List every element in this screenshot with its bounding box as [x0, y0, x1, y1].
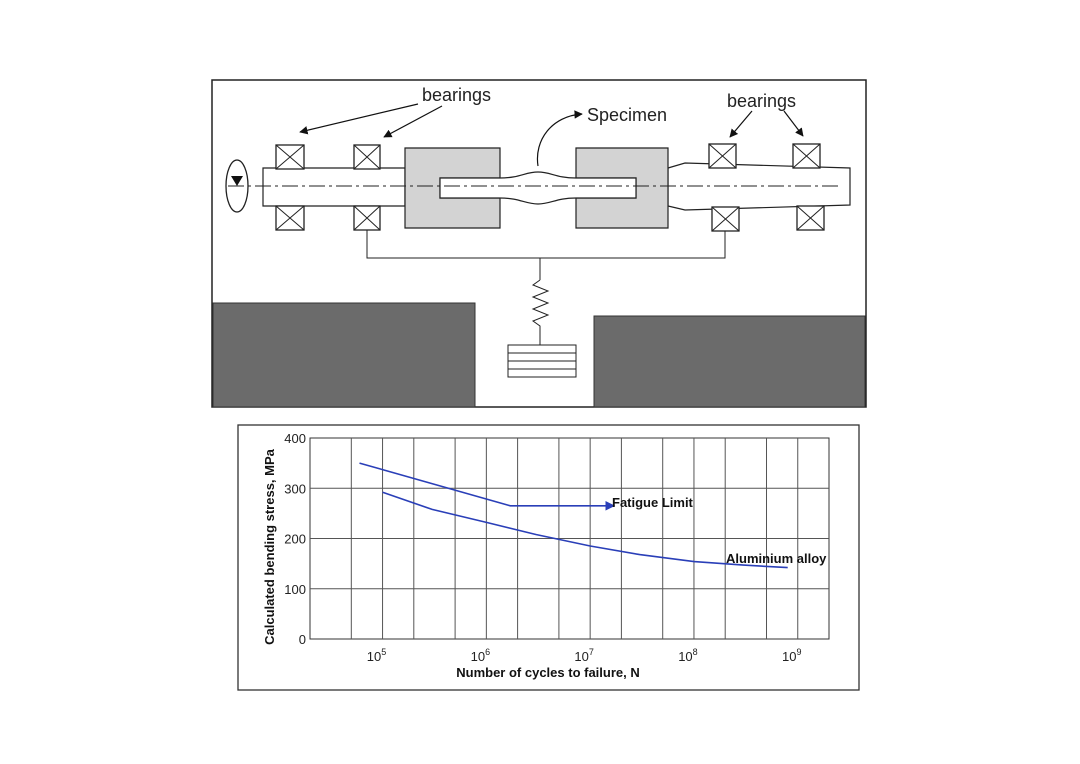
- specimen-pointer-arrow: [536, 110, 583, 167]
- x-tick-label: 107: [574, 647, 593, 664]
- bearing-icon: [796, 205, 825, 231]
- left-shaft: [262, 167, 406, 207]
- load-linkage: [366, 230, 726, 280]
- y-tick-label: 200: [284, 532, 306, 547]
- bearing-icon: [275, 144, 305, 170]
- spring-icon: [531, 279, 550, 345]
- bearings-pointer-arrow: [299, 103, 419, 135]
- specimen-label: Specimen: [587, 105, 667, 125]
- series-line-aluminium-alloy: [382, 491, 788, 569]
- bearings-label-left: bearings: [422, 85, 491, 105]
- sn-chart: 0 100 200 300 400 105 106 107 108 109 Calculated…: [237, 424, 860, 691]
- left-support-block: [212, 302, 476, 408]
- series-label-aluminium-alloy: Aluminium alloy: [726, 551, 827, 566]
- y-tick-label: 400: [284, 431, 306, 446]
- bearings-pointer-arrow: [783, 110, 804, 137]
- bearings-pointer-arrow: [383, 105, 443, 138]
- grid: [310, 438, 829, 639]
- x-axis-label: Number of cycles to failure, N: [456, 665, 640, 680]
- bearing-icon: [353, 144, 381, 170]
- rotation-arrowhead-icon: [231, 176, 243, 186]
- y-axis-label: Calculated bending stress, MPa: [262, 448, 277, 645]
- series-label-fatigue-limit: Fatigue Limit: [612, 495, 694, 510]
- specimen: [439, 171, 637, 205]
- y-tick-label: 300: [284, 481, 306, 496]
- bearings-label-right: bearings: [727, 91, 796, 111]
- bearing-icon: [792, 143, 821, 169]
- y-tick-label: 100: [284, 582, 306, 597]
- x-tick-label: 105: [367, 647, 386, 664]
- series-layer: [359, 462, 788, 569]
- y-tick-label: 0: [299, 632, 306, 647]
- bearing-icon: [353, 205, 381, 231]
- series-line-fatigue-limit: [359, 462, 616, 511]
- y-tick-labels: 0 100 200 300 400: [284, 431, 306, 647]
- x-tick-labels: 105 106 107 108 109: [367, 647, 802, 664]
- bearing-icon: [708, 143, 737, 169]
- rotation-arrow-icon: [225, 159, 249, 213]
- x-tick-label: 106: [471, 647, 490, 664]
- bearings-pointer-arrow: [729, 110, 753, 138]
- x-tick-label: 108: [678, 647, 697, 664]
- bearing-icon: [275, 205, 305, 231]
- weight-stack-icon: [507, 344, 577, 378]
- right-support-block: [593, 315, 866, 408]
- machine-schematic: bearings Specimen bearings: [211, 79, 867, 408]
- bearing-icon: [711, 206, 740, 232]
- x-tick-label: 109: [782, 647, 801, 664]
